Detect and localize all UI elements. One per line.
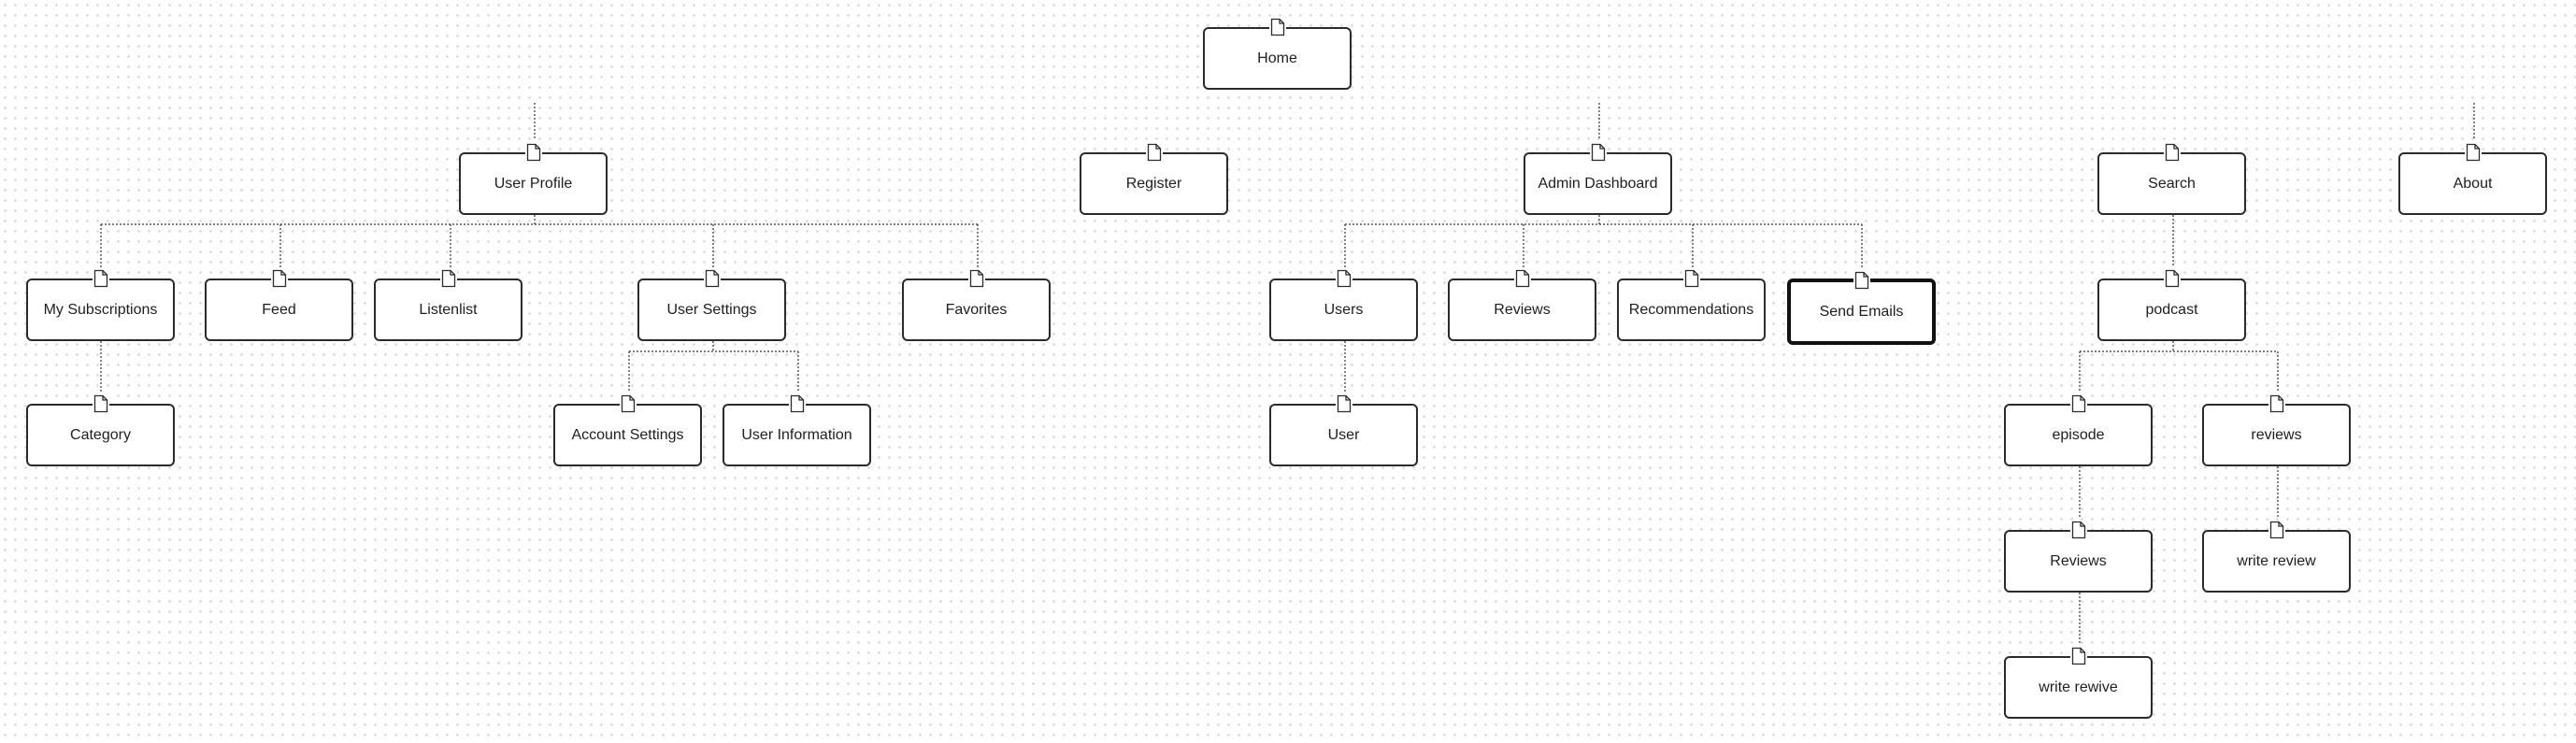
node-label: podcast [2145,301,2198,318]
node-label: Recommendations [1628,301,1754,318]
node-label: Reviews [2050,552,2107,569]
node-recommendations[interactable]: Recommendations [1617,269,1766,341]
node-my-subscriptions[interactable]: My Subscriptions [26,269,175,341]
page-icon [1335,394,1352,413]
node-label: Reviews [1494,301,1551,318]
node-label: Favorites [945,301,1008,318]
node-label: Send Emails [1819,303,1904,320]
node-label: User [1327,426,1360,443]
node-label: Admin Dashboard [1538,175,1658,192]
page-icon [619,394,637,413]
page-icon [524,143,542,162]
node-category[interactable]: Category [26,394,175,466]
page-icon [703,269,721,288]
node-label: Users [1324,301,1364,318]
page-icon [2069,521,2087,539]
page-icon [439,269,457,288]
node-reviews-podcast[interactable]: reviews [2202,394,2351,466]
node-account-settings[interactable]: Account Settings [553,394,702,466]
node-user-information[interactable]: User Information [723,394,871,466]
node-home[interactable]: Home [1203,18,1352,90]
node-label: Account Settings [571,426,684,443]
node-register[interactable]: Register [1080,143,1228,215]
node-reviews-admin[interactable]: Reviews [1448,269,1596,341]
page-icon [967,269,985,288]
node-label: Home [1257,50,1297,66]
page-icon [1335,269,1352,288]
node-label: Search [2148,175,2196,192]
page-icon [2163,143,2181,162]
node-label: My Subscriptions [43,301,158,318]
page-icon [2069,394,2087,413]
node-episode[interactable]: episode [2004,394,2153,466]
node-admin-dashboard[interactable]: Admin Dashboard [1524,143,1672,215]
page-icon [92,394,109,413]
page-icon [1682,269,1700,288]
node-write-review[interactable]: write review [2202,521,2351,593]
node-favorites[interactable]: Favorites [902,269,1051,341]
node-label: episode [2052,426,2105,443]
node-label: write review [2237,552,2316,569]
page-icon [1853,271,1870,290]
page-icon [270,269,288,288]
node-label: User Profile [494,175,573,192]
page-icon [92,269,109,288]
node-label: About [2453,175,2493,192]
node-label: Category [70,426,131,443]
page-icon [1589,143,1607,162]
node-podcast[interactable]: podcast [2097,269,2246,341]
node-user[interactable]: User [1269,394,1418,466]
node-label: Listenlist [419,301,478,318]
node-users[interactable]: Users [1269,269,1418,341]
node-label: Register [1125,175,1182,192]
node-label: write rewive [2039,679,2118,695]
page-icon [2069,647,2087,665]
node-search[interactable]: Search [2097,143,2246,215]
node-send-emails[interactable]: Send Emails [1787,271,1936,345]
node-user-settings[interactable]: User Settings [637,269,786,341]
page-icon [1145,143,1163,162]
page-icon [2268,394,2285,413]
node-user-profile[interactable]: User Profile [459,143,608,215]
node-feed[interactable]: Feed [205,269,353,341]
page-icon [1513,269,1531,288]
node-label: User Information [741,426,852,443]
node-listenlist[interactable]: Listenlist [374,269,522,341]
page-icon [2268,521,2285,539]
node-write-rewive[interactable]: write rewive [2004,647,2153,719]
node-reviews-episode[interactable]: Reviews [2004,521,2153,593]
node-label: User Settings [666,301,757,318]
node-about[interactable]: About [2398,143,2547,215]
page-icon [2464,143,2482,162]
page-icon [1268,18,1286,36]
node-label: reviews [2251,426,2302,443]
node-label: Feed [262,301,296,318]
page-icon [788,394,806,413]
page-icon [2163,269,2181,288]
